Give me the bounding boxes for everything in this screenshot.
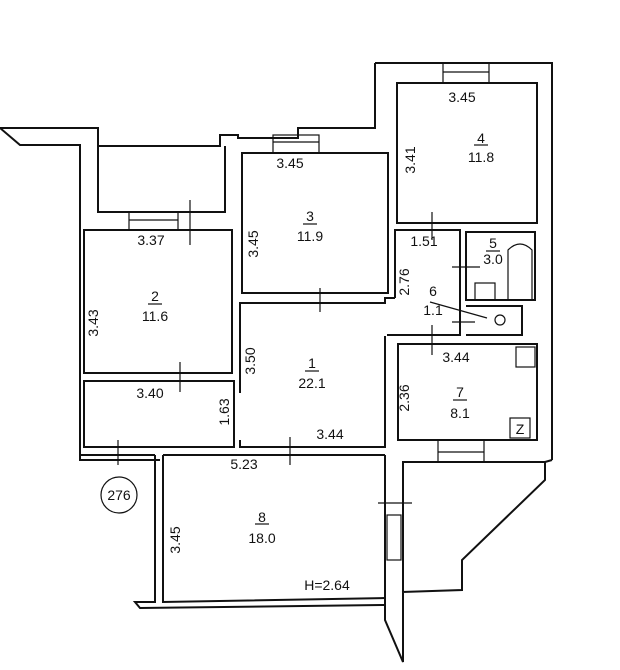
stove-symbol: Z xyxy=(516,421,525,437)
dim-r2-height: 3.43 xyxy=(85,309,101,336)
room-4-area: 11.8 xyxy=(468,149,494,165)
dim-r8-height: 3.45 xyxy=(167,526,183,553)
room-labels: 4 11.8 3 11.9 2 11.6 1 22.1 5 3.0 6 1.1 … xyxy=(142,130,503,546)
room-1-area: 22.1 xyxy=(298,375,325,391)
dim-r2-width: 3.37 xyxy=(137,232,164,248)
dim-r7-height: 2.36 xyxy=(396,384,412,411)
ceiling-height: H=2.64 xyxy=(304,577,350,593)
dim-r4-height: 3.41 xyxy=(402,146,418,173)
dim-r3-height: 3.45 xyxy=(245,230,261,257)
dim-corridor-width: 1.51 xyxy=(410,233,437,249)
room-2-area: 11.6 xyxy=(142,308,168,324)
room-2-number: 2 xyxy=(151,288,159,304)
room-7-number: 7 xyxy=(456,384,464,400)
sink-icon xyxy=(474,282,496,301)
fixtures: Z xyxy=(474,243,536,439)
bathtub-icon xyxy=(507,243,533,300)
dimension-labels: 3.45 3.41 3.45 3.45 3.37 3.43 3.40 1.63 … xyxy=(85,89,476,593)
room-6-area: 1.1 xyxy=(423,302,443,318)
room-3-area: 11.9 xyxy=(297,228,323,244)
room-5-number: 5 xyxy=(489,235,497,251)
room-1-number: 1 xyxy=(308,355,316,371)
windows xyxy=(128,62,490,561)
sink-kitchen-icon xyxy=(515,346,536,368)
room-8-area: 18.0 xyxy=(248,530,275,546)
dim-r4-width: 3.45 xyxy=(448,89,475,105)
dim-hall-width: 3.40 xyxy=(136,385,163,401)
dim-r1-height: 3.50 xyxy=(242,347,258,374)
room-6-number: 6 xyxy=(429,283,437,299)
room-4-number: 4 xyxy=(477,130,485,146)
doors xyxy=(117,200,488,504)
apartment-number: 276 xyxy=(107,487,131,503)
dim-corridor-height: 2.76 xyxy=(396,268,412,295)
room-7-area: 8.1 xyxy=(450,405,470,421)
toilet-icon xyxy=(494,314,506,326)
room-3-number: 3 xyxy=(306,208,314,224)
dim-r1-width: 3.44 xyxy=(316,426,343,442)
stove-icon xyxy=(509,417,531,439)
dim-r7-width: 3.44 xyxy=(442,349,469,365)
room-8-number: 8 xyxy=(258,509,266,525)
room-5-area: 3.0 xyxy=(483,251,503,267)
dim-r8-width: 5.23 xyxy=(230,456,257,472)
apartment-number-badge: 276 xyxy=(100,476,138,514)
dim-r3-width: 3.45 xyxy=(276,155,303,171)
dim-hall-height: 1.63 xyxy=(216,398,232,425)
